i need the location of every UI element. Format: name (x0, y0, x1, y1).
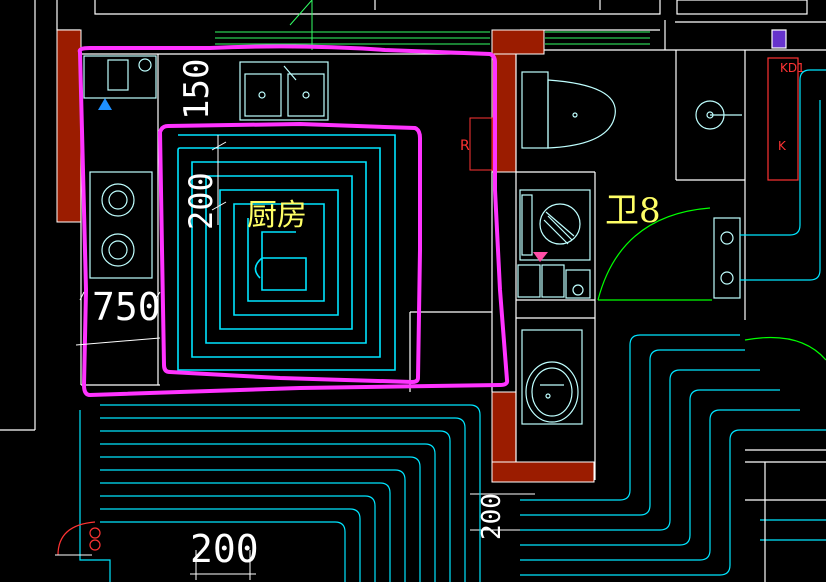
dim-750: 750 (92, 285, 161, 329)
floor-heating-spiral (177, 134, 396, 371)
dim-200-kitchen: 200 (182, 172, 220, 230)
lower-right-walls (745, 449, 826, 582)
washing-machine-icon (519, 189, 591, 261)
bathroom-south-wall (491, 461, 595, 483)
bathroom-walls (515, 50, 746, 480)
markup-inner-box (158, 122, 422, 384)
room-label-kitchen: 厨房 (247, 198, 307, 233)
dim-200-lower-right: 200 (477, 493, 507, 540)
bathroom-cabinets (517, 264, 591, 299)
gas-stove-icon (89, 171, 153, 279)
double-sink-icon (239, 61, 329, 121)
bottom-left-marker (57, 521, 101, 556)
door-swing-icon (597, 207, 826, 361)
dim-marker-blue (98, 98, 112, 110)
wash-basin-icon (521, 329, 583, 425)
floor-heating-pipes-lower (79, 69, 826, 582)
upper-walls (0, 0, 826, 431)
kitchen-west-wall (56, 29, 82, 223)
toilet-icon (521, 71, 616, 149)
tag-kd1: KD1 (780, 61, 805, 75)
dim-marker-pink (533, 252, 548, 262)
tag-k: K (778, 139, 787, 153)
upper-hatch (215, 0, 650, 50)
markup-outer-box (77, 44, 510, 397)
wall-fills (56, 29, 595, 483)
floor-drain-icon (695, 100, 742, 130)
dim-200-bottom: 200 (190, 527, 259, 571)
right-fixtures (713, 29, 799, 299)
markup-outlines (77, 44, 510, 397)
room-label-bathroom: 卫8 (605, 191, 661, 231)
dim-150: 150 (177, 59, 217, 120)
tag-r: R (460, 138, 470, 154)
kitchen-counter-top-left (83, 55, 157, 99)
dimension-lines-kitchen (75, 135, 256, 580)
kitchen-r-box (469, 117, 493, 171)
kitchen-east-wall-top (491, 29, 545, 55)
